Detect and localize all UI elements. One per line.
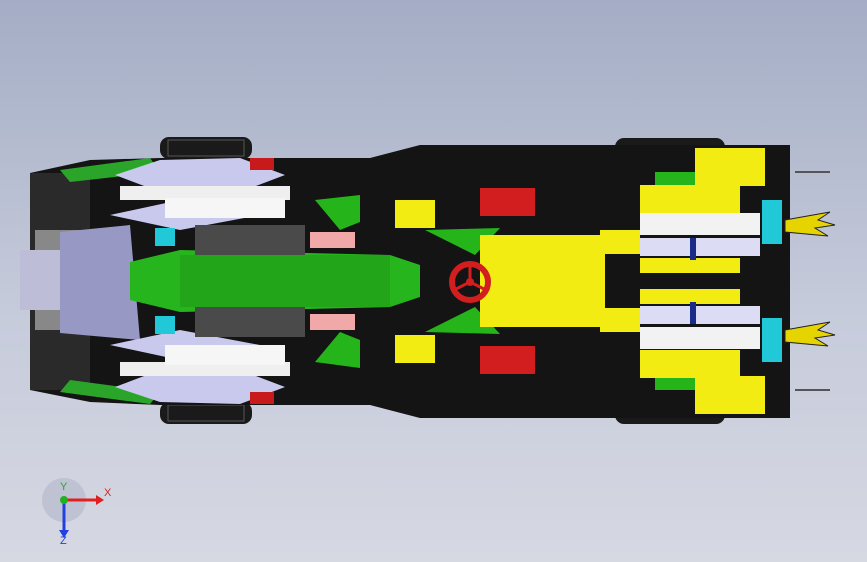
y-axis-dot (60, 496, 68, 504)
steering-wheel (449, 261, 491, 303)
green-hood (130, 250, 420, 312)
red-brick-bottom (480, 346, 535, 374)
exhaust-flame-top (784, 211, 836, 237)
green-wedge-bottom (315, 332, 360, 368)
white-plate-bottom-2 (165, 345, 285, 365)
yellow-rear-top-2 (695, 148, 765, 186)
green-panel-bottom-left (60, 380, 160, 404)
coordinate-triad: X Y Z (40, 478, 120, 548)
yellow-rear-bottom-2 (695, 376, 765, 414)
rear-lavender-bottom (640, 306, 760, 324)
yellow-block-left-top (395, 200, 435, 228)
yellow-center-bottom (640, 289, 740, 304)
y-axis-label: Y (60, 481, 68, 493)
red-brick-small-bottom (250, 392, 274, 404)
cyan-part-top-left (155, 228, 175, 246)
exhaust-flame-bottom (784, 321, 836, 347)
lavender-wedge-bottom (115, 370, 285, 404)
triad-axes (42, 478, 104, 538)
rear-navy-bottom (690, 302, 696, 324)
green-panel-top-left (60, 158, 160, 182)
green-plate-bottom-right (655, 376, 695, 390)
engine-detail-bottom (195, 307, 305, 337)
rear-white-bottom (640, 327, 760, 349)
yellow-cockpit (480, 235, 605, 327)
rear-navy-top (690, 238, 696, 260)
red-brick-small-top (250, 158, 274, 170)
yellow-side-bottom (600, 308, 640, 332)
lavender-wedge-top (115, 158, 285, 192)
wheel-bottom-left (160, 402, 252, 424)
engine-detail-top (195, 225, 305, 255)
yellow-rear-bottom (640, 350, 740, 378)
white-plate-bottom (120, 362, 290, 376)
yellow-rear-top (640, 185, 740, 213)
pink-piston-top (310, 232, 355, 248)
yellow-center-top (640, 258, 740, 273)
red-brick-top (480, 188, 535, 216)
pink-piston-bottom (310, 314, 355, 330)
cyan-part-bottom-left (155, 316, 175, 334)
green-plate-top-right (655, 172, 695, 186)
x-axis-label: X (104, 487, 112, 499)
rear-white-top (640, 213, 760, 235)
rear-lavender-top (640, 238, 760, 256)
yellow-block-left-bottom (395, 335, 435, 363)
yellow-side-top (600, 230, 640, 254)
wheel-top-left (160, 137, 252, 159)
white-plate-top (120, 186, 290, 200)
green-wedge-top (315, 195, 360, 230)
cyan-rear-top (762, 200, 782, 244)
white-plate-top-2 (165, 198, 285, 218)
cyan-rear-bottom (762, 318, 782, 362)
z-axis-label: Z (60, 535, 67, 547)
